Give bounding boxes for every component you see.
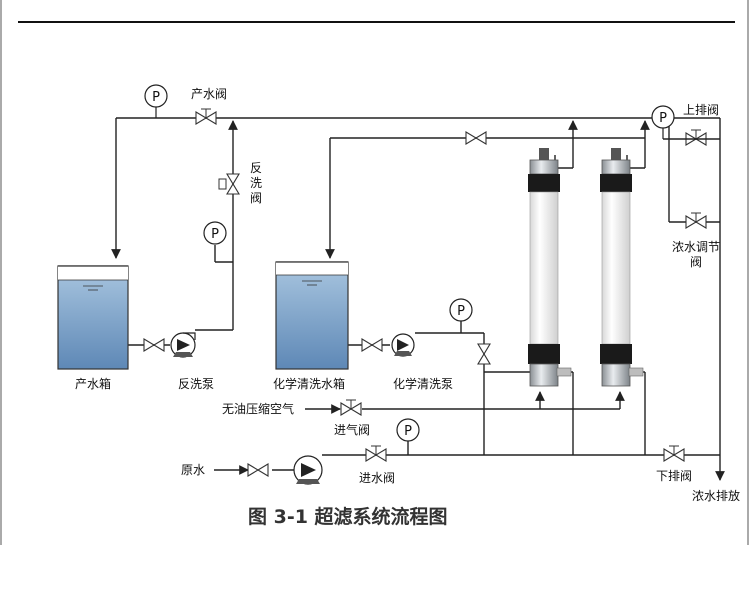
label-backwash-pump: 反洗泵 <box>178 377 214 391</box>
backwash-valve-icon <box>218 173 240 195</box>
label-lower-drain-valve: 下排阀 <box>656 469 692 483</box>
svg-text:P: P <box>211 227 219 242</box>
pressure-gauge-feed-icon: P <box>396 418 420 442</box>
svg-text:P: P <box>659 111 667 126</box>
figure-caption: 图 3-1 超滤系统流程图 <box>248 505 448 528</box>
backwash-pump-icon <box>170 332 196 358</box>
label-inlet-valve: 进水阀 <box>359 471 395 485</box>
label-oilfree-air: 无油压缩空气 <box>222 401 294 416</box>
label-backwash-valve-2: 洗 <box>250 176 262 190</box>
air-valve-icon <box>340 399 362 416</box>
chemical-pump-icon <box>391 333 415 357</box>
pressure-gauge-backwash-icon: P <box>203 221 227 245</box>
conc-adjust-valve-icon <box>685 212 707 229</box>
label-product-valve: 产水阀 <box>191 87 227 101</box>
product-water-tank <box>57 265 129 370</box>
pressure-gauge-chem-icon: P <box>449 298 473 322</box>
feed-pump-icon <box>293 455 323 485</box>
svg-text:P: P <box>404 424 412 439</box>
lower-drain-valve-icon <box>663 445 685 462</box>
chem-tank-outlet-valve-icon <box>361 338 383 352</box>
pipe-network <box>111 117 725 481</box>
label-chem-pump: 化学清洗泵 <box>393 376 453 391</box>
svg-text:P: P <box>457 304 465 319</box>
label-backwash-valve-3: 阀 <box>250 191 262 205</box>
label-conc-adjust-valve-2: 阀 <box>690 255 702 269</box>
membrane-module-2 <box>600 148 644 387</box>
svg-text:P: P <box>152 90 160 105</box>
inlet-valve-icon <box>365 445 387 462</box>
chem-line-valve-icon <box>477 343 491 365</box>
chem-return-valve-icon <box>465 131 487 145</box>
chemical-cleaning-tank <box>275 261 349 370</box>
label-backwash-valve-1: 反 <box>250 161 262 175</box>
label-conc-discharge: 浓水排放 <box>692 488 740 503</box>
upper-drain-valve-icon <box>685 129 707 146</box>
label-upper-drain-valve: 上排阀 <box>683 103 719 117</box>
label-chem-tank: 化学清洗水箱 <box>273 376 345 391</box>
raw-water-valve-icon <box>247 463 269 477</box>
label-raw-water: 原水 <box>181 463 205 477</box>
label-air-valve: 进气阀 <box>334 422 370 437</box>
label-conc-adjust-valve-1: 浓水调节 <box>672 240 720 254</box>
pressure-gauge-product-icon: P <box>144 84 168 118</box>
product-tank-outlet-valve-icon <box>143 338 165 352</box>
product-valve-icon <box>195 108 217 125</box>
pressure-gauge-top-icon: P <box>651 105 675 139</box>
membrane-module-1 <box>528 148 572 387</box>
label-product-tank: 产水箱 <box>75 376 111 391</box>
